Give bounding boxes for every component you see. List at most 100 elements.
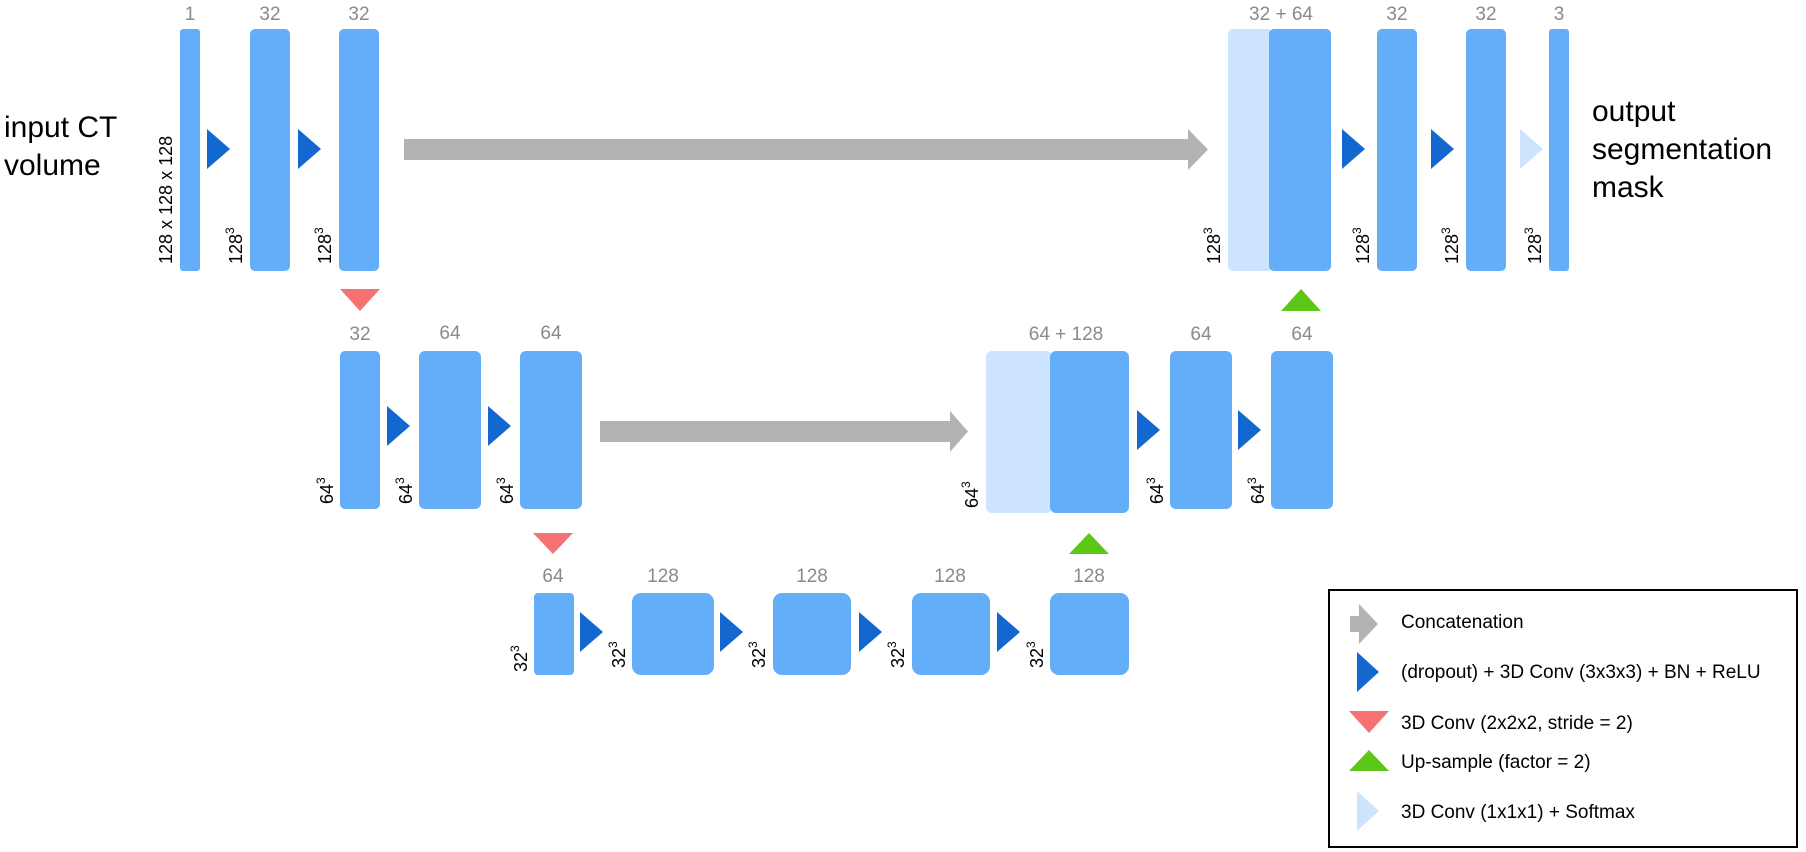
level2-dec-channel-1: 64 + 128 — [1029, 324, 1104, 345]
skip-connection-level1 — [404, 129, 1208, 170]
level2-dec-dim-2: 643 — [1144, 477, 1167, 504]
level1-dec-concat-light — [1228, 29, 1273, 271]
level2-dec-concat-light — [986, 351, 1052, 513]
input-label-line1: input CT — [4, 111, 117, 144]
level1-dec-dim-1: 1283 — [1201, 227, 1224, 264]
level1-dec-block-2 — [1377, 29, 1417, 271]
legend-item-conv: (dropout) + 3D Conv (3x3x3) + BN + ReLU — [1357, 652, 1761, 692]
level2-encoder: 32 64 64 643 643 643 — [314, 323, 582, 509]
level1-enc-channel-2: 32 — [259, 4, 280, 25]
concat-arrow-icon — [1350, 616, 1360, 632]
level3-channel-3: 128 — [796, 566, 828, 587]
level3-dim-5: 323 — [1024, 641, 1047, 668]
level1-enc-channel-1: 1 — [185, 4, 196, 25]
legend-item-softmax: 3D Conv (1x1x1) + Softmax — [1357, 791, 1635, 831]
level3-block-1 — [534, 593, 574, 675]
level1-decoder: 32 + 64 32 32 3 1283 1283 1283 1283 — [1201, 4, 1569, 271]
level3-block-5 — [1050, 593, 1129, 675]
level2-enc-dim-2: 643 — [393, 477, 416, 504]
level3-channel-2: 128 — [647, 566, 679, 587]
up-triangle-icon — [1069, 533, 1109, 554]
concat-arrow-icon — [1359, 604, 1378, 644]
softmax-arrow-icon — [1357, 791, 1379, 831]
level1-output-dim: 1283 — [1522, 227, 1545, 264]
level2-dec-block-3 — [1271, 351, 1333, 509]
level1-dec-concat-block — [1269, 29, 1331, 271]
up-triangle-icon — [1349, 750, 1389, 771]
level3-block-2 — [632, 593, 714, 675]
level2-dec-dim-3: 643 — [1245, 477, 1268, 504]
level3-dim-4: 323 — [885, 641, 908, 668]
level2-enc-block-1 — [340, 351, 380, 509]
conv-arrow-icon — [488, 406, 511, 446]
level1-output-block — [1549, 29, 1569, 271]
level3-bottleneck: 64 128 128 128 128 323 323 323 323 323 — [508, 566, 1129, 675]
level3-channel-5: 128 — [1073, 566, 1105, 587]
conv-arrow-icon — [1342, 129, 1365, 169]
level2-enc-channel-1: 32 — [349, 324, 370, 345]
level1-dec-channel-3: 32 — [1475, 4, 1496, 25]
legend-box — [1328, 589, 1798, 848]
conv-arrow-icon — [298, 129, 321, 169]
input-label-line2: volume — [4, 149, 101, 182]
legend-label-conv: (dropout) + 3D Conv (3x3x3) + BN + ReLU — [1401, 662, 1761, 683]
level1-enc-block-1 — [180, 29, 200, 271]
level2-enc-dim-3: 643 — [494, 477, 517, 504]
level2-dec-concat-block — [1050, 351, 1129, 513]
conv-arrow-icon — [1431, 129, 1454, 169]
level1-enc-channel-3: 32 — [348, 4, 369, 25]
output-label-line2: segmentation — [1592, 133, 1772, 166]
level2-enc-channel-2: 64 — [439, 323, 461, 344]
level1-enc-block-2 — [250, 29, 290, 271]
level1-dec-dim-3: 1283 — [1439, 227, 1462, 264]
conv-arrow-icon — [859, 612, 882, 652]
legend: Concatenation (dropout) + 3D Conv (3x3x3… — [1328, 589, 1798, 848]
legend-label-softmax: 3D Conv (1x1x1) + Softmax — [1401, 802, 1635, 823]
level2-enc-block-3 — [520, 351, 582, 509]
level2-enc-dim-1: 643 — [314, 477, 337, 504]
level2-dec-channel-2: 64 — [1190, 324, 1212, 345]
level2-dec-channel-3: 64 — [1291, 324, 1313, 345]
level1-enc-block-3 — [339, 29, 379, 271]
level1-output-channel: 3 — [1554, 4, 1565, 25]
level2-decoder: 64 + 128 64 64 643 643 643 — [959, 324, 1333, 513]
conv-arrow-icon — [720, 612, 743, 652]
legend-label-downsample: 3D Conv (2x2x2, stride = 2) — [1401, 713, 1633, 734]
output-label-line3: mask — [1592, 171, 1665, 204]
conv-arrow-icon — [1137, 410, 1160, 450]
legend-item-concatenation: Concatenation — [1350, 604, 1524, 644]
legend-label-upsample: Up-sample (factor = 2) — [1401, 752, 1591, 773]
level3-channel-1: 64 — [542, 566, 564, 587]
down-triangle-icon — [340, 289, 380, 311]
up-triangle-icon — [1281, 289, 1321, 311]
level2-enc-channel-3: 64 — [540, 323, 562, 344]
level3-dim-2: 323 — [606, 641, 629, 668]
level1-dec-dim-2: 1283 — [1350, 227, 1373, 264]
conv-arrow-icon — [387, 406, 410, 446]
level1-enc-dim-3: 1283 — [312, 227, 335, 264]
level1-dec-channel-2: 32 — [1386, 4, 1407, 25]
input-dim-label: 128 x 128 x 128 — [156, 136, 176, 264]
skip-connection-level2 — [600, 411, 968, 452]
level3-block-3 — [773, 593, 851, 675]
level2-dec-dim-1: 643 — [959, 481, 982, 508]
level1-encoder: 1 32 32 128 x 128 x 128 1283 1283 — [156, 4, 379, 271]
conv-arrow-icon — [207, 129, 230, 169]
level1-dec-block-3 — [1466, 29, 1506, 271]
output-label-line1: output — [1592, 95, 1676, 128]
level3-block-4 — [912, 593, 990, 675]
conv-arrow-icon — [580, 612, 603, 652]
conv-arrow-icon — [1357, 652, 1379, 692]
level3-dim-3: 323 — [746, 641, 769, 668]
down-triangle-icon — [533, 533, 573, 554]
level2-dec-block-2 — [1170, 351, 1232, 509]
conv-arrow-icon — [1238, 410, 1261, 450]
legend-label-concatenation: Concatenation — [1401, 612, 1524, 633]
level2-enc-block-2 — [419, 351, 481, 509]
level1-dec-channel-1: 32 + 64 — [1249, 4, 1313, 25]
level3-dim-1: 323 — [508, 645, 531, 672]
legend-item-upsample: Up-sample (factor = 2) — [1349, 750, 1591, 773]
level3-channel-4: 128 — [934, 566, 966, 587]
conv-arrow-icon — [997, 612, 1020, 652]
